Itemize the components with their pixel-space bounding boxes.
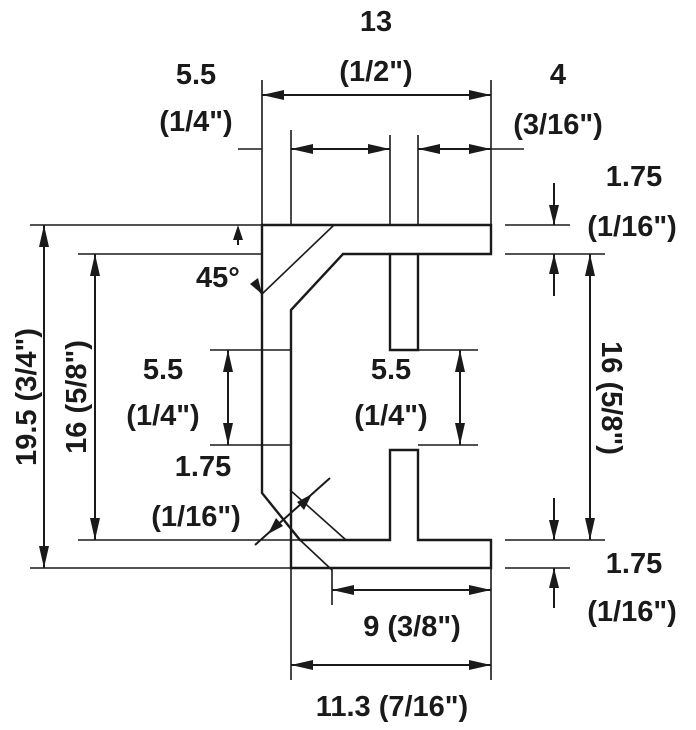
dim-1-75-wall-imperial: (1/16") <box>151 501 241 533</box>
dim-4-value: 4 <box>550 59 566 91</box>
dim-5-5-top-value: 5.5 <box>176 59 216 91</box>
dim-5-5-inner-right-imperial: (1/4") <box>354 400 427 432</box>
extension-lines <box>30 80 605 680</box>
dim-13-imperial: (1/2") <box>339 56 412 88</box>
dim-16-right-label: 16 (5/8") <box>595 341 627 455</box>
dim-1-75-top-right-imperial: (1/16") <box>587 211 677 243</box>
dim-19-5-left-label: 19.5 (3/4") <box>11 328 43 466</box>
dim-1-75-bottom-right-imperial: (1/16") <box>587 596 677 628</box>
dim-1-75-wall-value: 1.75 <box>175 451 231 483</box>
profile-outline <box>260 223 493 570</box>
dim-4-imperial: (3/16") <box>513 109 603 141</box>
dim-5-5-inner-right-value: 5.5 <box>371 354 411 386</box>
dim-5-5-inner-left-imperial: (1/4") <box>126 400 199 432</box>
angle-45-label: 45° <box>196 262 240 294</box>
dim-11-3-bottom-label: 11.3 (7/16") <box>316 691 468 723</box>
dim-1-75-top-right-value: 1.75 <box>606 161 662 193</box>
dim-1-75-bottom-right-value: 1.75 <box>606 548 662 580</box>
profile-chamfer-outer <box>261 224 335 295</box>
dim-13-value: 13 <box>360 6 392 38</box>
dim-5-5-inner-left-value: 5.5 <box>143 354 183 386</box>
profile-inner-edge <box>290 253 344 568</box>
dim-5-5-top-imperial: (1/4") <box>159 106 232 138</box>
dimension-arrows <box>39 90 595 670</box>
dim-9-bottom-label: 9 (3/8") <box>363 611 461 643</box>
dim-16-left-label: 16 (5/8") <box>61 340 93 454</box>
